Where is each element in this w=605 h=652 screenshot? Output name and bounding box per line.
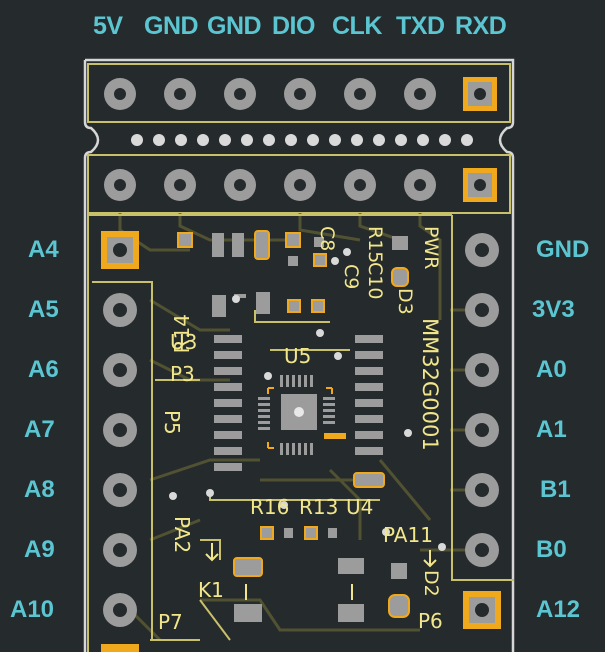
u4-right-pads	[355, 335, 383, 455]
silk-pa11: PA11	[383, 523, 433, 547]
header-pads-row-1	[104, 77, 497, 111]
left-pin-label-a6: A6	[28, 356, 59, 383]
bottom-partial-pad	[101, 644, 139, 652]
left-pin-label-a4: A4	[28, 236, 59, 263]
silk-r16: R16	[250, 495, 290, 519]
right-pin-label-gnd: GND	[536, 236, 590, 263]
silk-u5: U5	[284, 344, 312, 368]
silk-u4: U4	[346, 495, 374, 519]
silk-u3: U3	[170, 330, 198, 354]
left-pin-label-a10: A10	[10, 596, 55, 623]
silk-p5: P5	[160, 410, 184, 435]
right-pin-label-3v3: 3V3	[532, 296, 575, 323]
top-pin-label-dio: DIO	[272, 12, 315, 40]
left-pin-label-a5: A5	[28, 296, 59, 323]
silk-c8: C8	[316, 226, 338, 252]
right-pin-label-b1: B1	[540, 476, 571, 503]
top-pin-label-gnd-2: GND	[207, 12, 262, 40]
left-pin-pads	[101, 231, 139, 627]
u5-qfn	[258, 375, 346, 455]
pa11-arrow	[423, 550, 437, 568]
silk-d3: D3	[394, 288, 416, 315]
silk-d2: D2	[420, 570, 442, 597]
silk-p3: P3	[170, 362, 195, 386]
silk-mcu-name: MM32G0001	[418, 318, 442, 451]
d2-pad-bottom	[388, 594, 410, 618]
d2-pad-top	[391, 563, 407, 579]
top-pin-label-5v: 5V	[93, 12, 123, 40]
silk-pwr: PWR	[420, 226, 442, 270]
board-outline	[83, 58, 515, 652]
silk-p7: P7	[158, 610, 183, 634]
header-pads-row-2	[104, 168, 497, 202]
top-header-outline-1	[87, 63, 511, 123]
silkscreen-lines	[87, 213, 514, 652]
silk-c10: C10	[364, 262, 386, 300]
right-pin-label-a12: A12	[536, 596, 581, 623]
right-pin-label-b0: B0	[536, 536, 567, 563]
silk-c9: C9	[340, 264, 362, 290]
u4-pad	[353, 472, 385, 488]
castellation-row	[131, 134, 473, 146]
silk-p6: P6	[418, 609, 443, 633]
right-pin-label-a1: A1	[536, 416, 567, 443]
right-pin-label-a0: A0	[536, 356, 567, 383]
silk-k1: K1	[198, 578, 224, 602]
left-pin-label-a8: A8	[24, 476, 55, 503]
silk-r13: R13	[299, 495, 339, 519]
top-pin-label-txd: TXD	[396, 12, 445, 40]
smd-components	[177, 230, 409, 317]
top-pin-label-gnd-1: GND	[144, 12, 199, 40]
k1-switch	[233, 557, 364, 622]
top-pin-label-clk: CLK	[332, 12, 382, 40]
r16-r13-pads	[260, 526, 337, 540]
u3-left-pads	[214, 335, 242, 471]
pa2-arrow	[205, 543, 219, 562]
vias	[169, 248, 446, 551]
silk-r15: R15	[364, 226, 386, 264]
left-pin-label-a9: A9	[24, 536, 55, 563]
right-pin-pads	[463, 233, 501, 629]
top-pin-label-rxd: RXD	[455, 12, 507, 40]
left-pin-label-a7: A7	[24, 416, 55, 443]
silk-pa2: PA2	[170, 516, 194, 554]
